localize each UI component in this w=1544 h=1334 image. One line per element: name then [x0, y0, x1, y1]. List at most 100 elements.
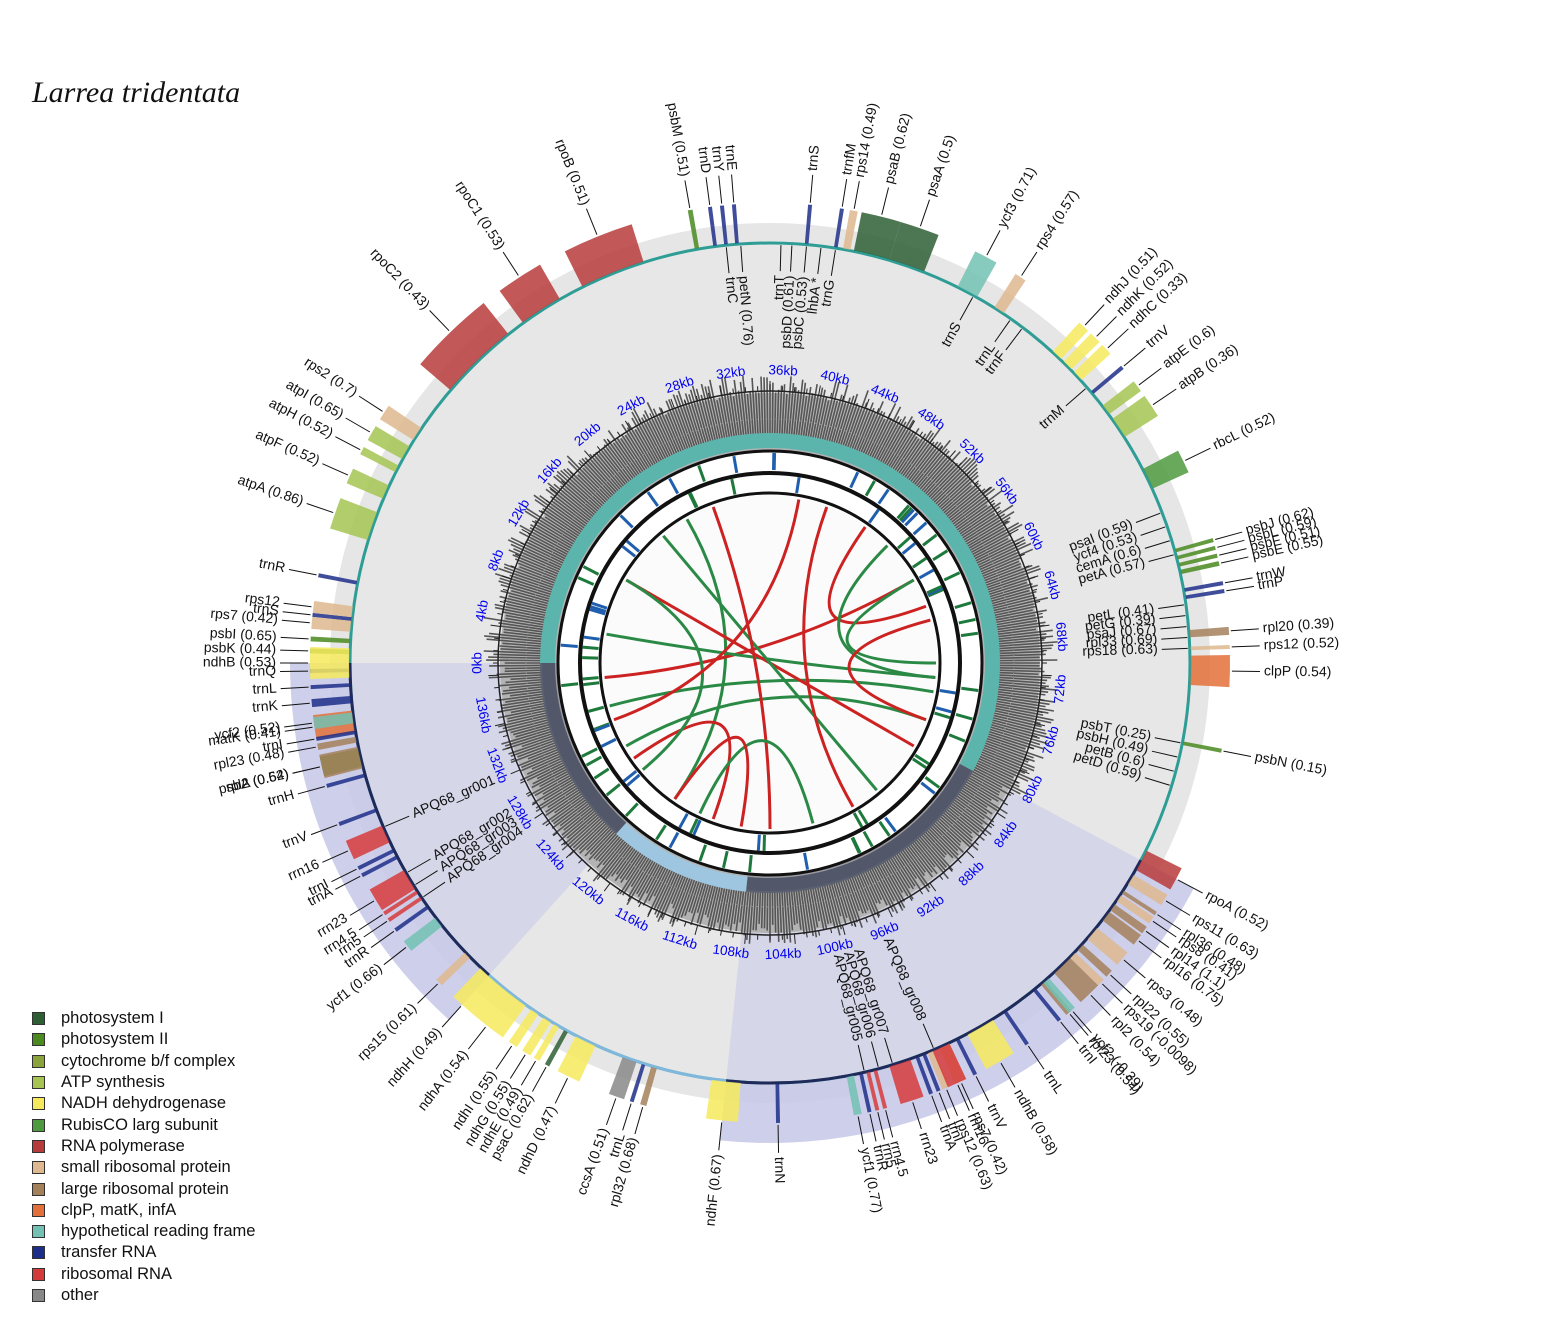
gc-bar	[512, 554, 561, 576]
gc-bar	[616, 437, 643, 475]
gc-bar	[666, 412, 685, 453]
ssr-mark	[594, 723, 611, 733]
gc-bar	[844, 406, 861, 448]
gc-bar	[995, 619, 1038, 629]
kb-tick	[830, 928, 833, 934]
gc-bar	[993, 707, 1054, 721]
gc-bar	[992, 709, 1052, 724]
inner-leader	[1144, 540, 1170, 549]
legend-label: small ribosomal protein	[61, 1158, 231, 1177]
gc-bar	[521, 750, 561, 769]
gc-bar	[535, 782, 577, 809]
kb-tick	[616, 431, 621, 437]
kb-tick	[818, 385, 821, 396]
gc-bar	[729, 888, 738, 931]
ssr-mark	[939, 688, 956, 695]
kb-tick	[1028, 746, 1034, 750]
kb-tick	[499, 600, 505, 603]
kb-label: 8kb	[485, 547, 507, 573]
gc-bar	[968, 774, 1001, 794]
gc-bar	[757, 392, 762, 436]
repeat-mark	[862, 830, 874, 848]
gc-bar	[997, 666, 1043, 670]
gc-bar	[912, 439, 951, 487]
inner-leader	[1005, 328, 1022, 351]
gc-bar	[632, 407, 663, 463]
gc-bar	[550, 499, 588, 528]
gc-bar	[712, 885, 724, 931]
legend-item: hypothetical reading frame	[32, 1221, 255, 1242]
gc-bar	[603, 444, 633, 482]
gene-leader	[283, 602, 312, 608]
gc-bar	[745, 890, 752, 941]
gc-bar	[997, 644, 1054, 650]
gc-bar	[997, 671, 1039, 676]
gc-bar	[658, 406, 681, 455]
kb-tick	[929, 882, 937, 892]
gc-bar	[965, 778, 1005, 802]
gc-bar	[489, 632, 544, 640]
gene-leader	[1152, 920, 1177, 938]
legend-swatch	[32, 1139, 45, 1153]
legend-item: ATP synthesis	[32, 1072, 255, 1093]
gene-leader	[1101, 983, 1123, 1004]
gc-bar	[503, 631, 544, 638]
gene-leader	[809, 174, 814, 203]
gc-bar	[923, 463, 954, 496]
gc-bar	[508, 737, 555, 755]
ssr-mark	[600, 737, 617, 748]
gc-bar	[600, 449, 630, 485]
ssr-mark	[687, 492, 698, 509]
gc-bar	[982, 743, 1029, 763]
gc-bar	[995, 624, 1045, 633]
gc-bar	[627, 857, 653, 898]
gc-bar	[993, 609, 1047, 622]
ssr-mark	[918, 568, 935, 580]
gene-label: psaA (0.5)	[922, 133, 958, 199]
gc-bar	[986, 732, 1035, 750]
gene-label: psbI (0.65)	[209, 624, 277, 643]
gene-leader	[1220, 556, 1249, 564]
gc-bar	[499, 595, 549, 610]
gc-bar	[976, 757, 1029, 782]
gene-label: rps12	[244, 589, 281, 609]
gene-block	[608, 1057, 637, 1100]
gene-leader	[961, 1083, 974, 1110]
repeat-link	[609, 678, 934, 708]
gc-bar	[742, 375, 750, 437]
gene-label: rps4 (0.57)	[1031, 187, 1081, 252]
gene-leader	[957, 1084, 970, 1111]
gene-leader	[284, 726, 313, 732]
gc-bar	[940, 813, 973, 842]
gc-bar	[504, 730, 553, 747]
gc-bar	[990, 590, 1037, 605]
repeat-links	[604, 499, 937, 830]
gene-label: trnS	[804, 144, 822, 171]
gc-bar	[899, 849, 930, 893]
gc-bar	[595, 451, 626, 488]
gene-block	[544, 1030, 568, 1067]
kb-label: 136kb	[473, 696, 494, 735]
kb-tick	[982, 486, 991, 494]
legend-label: hypothetical reading frame	[61, 1222, 256, 1241]
gc-bar	[536, 763, 567, 780]
gc-bar	[776, 389, 780, 436]
gc-bar	[991, 597, 1049, 612]
gc-bar	[994, 614, 1036, 624]
gc-bar	[766, 377, 769, 436]
gc-bar	[997, 653, 1046, 657]
gc-bar	[850, 875, 867, 914]
gc-bar	[505, 678, 543, 684]
gc-bar	[870, 417, 893, 460]
gene-leader	[429, 310, 450, 332]
gc-bar	[498, 622, 545, 631]
kb-tick	[520, 780, 526, 784]
gc-bar	[909, 842, 933, 873]
gc-bar	[857, 412, 876, 454]
inner-label: petN (0.76)	[736, 275, 757, 346]
gene-label: trnP	[1256, 573, 1284, 593]
gc-bar	[677, 390, 699, 448]
kb-tick	[989, 822, 995, 827]
repeat-mark	[585, 755, 603, 767]
gene-leader	[622, 1103, 632, 1131]
